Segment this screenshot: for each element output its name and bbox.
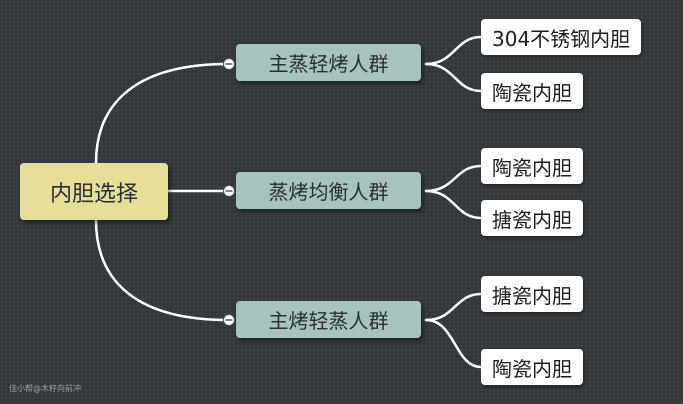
leaf-node-1-2[interactable]: 陶瓷内胆 bbox=[481, 73, 583, 109]
branch-node-3[interactable]: 主烤轻蒸人群 bbox=[236, 301, 421, 338]
connector-group bbox=[94, 35, 483, 369]
root-node[interactable]: 内胆选择 bbox=[20, 163, 168, 220]
connector-branch-3-leaf-2 bbox=[424, 318, 483, 369]
leaf-node-2-2[interactable]: 搪瓷内胆 bbox=[481, 200, 583, 236]
connector-branch-2-leaf-1 bbox=[424, 164, 483, 193]
branch-node-2[interactable]: 蒸烤均衡人群 bbox=[236, 172, 421, 209]
collapse-toggle-branch-2[interactable] bbox=[223, 185, 235, 197]
connector-branch-3-leaf-1 bbox=[424, 292, 483, 322]
connector-branch-1-leaf-1 bbox=[424, 35, 483, 66]
leaf-node-3-2[interactable]: 陶瓷内胆 bbox=[481, 349, 583, 385]
watermark-text: 佳小帮@木籽向前冲 bbox=[9, 384, 81, 393]
connector-branch-2-leaf-2 bbox=[424, 189, 483, 220]
connector-root-branch-3 bbox=[94, 218, 230, 322]
connector-root-branch-1 bbox=[94, 62, 230, 165]
connector-branch-1-leaf-2 bbox=[424, 62, 483, 93]
leaf-node-2-1[interactable]: 陶瓷内胆 bbox=[481, 148, 583, 184]
leaf-node-3-1[interactable]: 搪瓷内胆 bbox=[481, 276, 583, 312]
collapse-toggle-branch-1[interactable] bbox=[223, 58, 235, 70]
leaf-node-1-1[interactable]: 304不锈钢内胆 bbox=[481, 19, 642, 55]
branch-node-1[interactable]: 主蒸轻烤人群 bbox=[236, 44, 421, 81]
collapse-toggle-branch-3[interactable] bbox=[223, 314, 235, 326]
